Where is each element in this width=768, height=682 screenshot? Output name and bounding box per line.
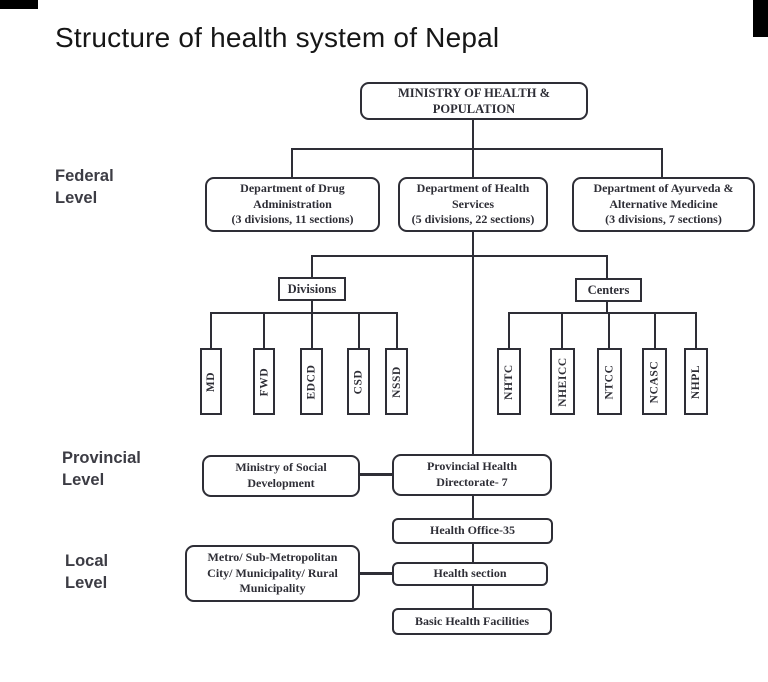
label-federal-level: Federal Level (55, 167, 114, 207)
node-center-nheicc-label: NHEICC (556, 356, 569, 407)
node-health-office-label: Health Office-35 (430, 523, 515, 538)
connector-division-stub-4 (358, 312, 360, 348)
node-ministry-social-development-label: Ministry of Social Development (235, 460, 327, 490)
node-center-nhtc: NHTC (497, 348, 521, 415)
node-local-government: Metro/ Sub-Metropolitan City/ Municipali… (185, 545, 360, 602)
node-division-edcd-label: EDCD (305, 364, 318, 399)
node-division-nssd-label: NSSD (390, 365, 403, 398)
label-local-level: Local Level (65, 552, 109, 592)
node-provincial-health-directorate: Provincial Health Directorate- 7 (392, 454, 552, 496)
connector-centers-down (606, 302, 608, 314)
node-provincial-health-directorate-label: Provincial Health Directorate- 7 (426, 459, 518, 489)
connector-to-divisions (311, 255, 313, 277)
node-dept-ayurveda: Department of Ayurveda & Alternative Med… (572, 177, 755, 232)
connector-federal-horizontal (291, 148, 663, 150)
connector-center-stub-5 (695, 312, 697, 348)
connector-division-stub-2 (263, 312, 265, 348)
connector-healthsection-bhf (472, 586, 474, 608)
node-dept-drug-administration: Department of Drug Administration (3 div… (205, 177, 380, 232)
scan-artifact-top-left (0, 0, 38, 9)
connector-branch-horizontal (311, 255, 608, 257)
connector-to-drug-dept (291, 148, 293, 178)
connector-center-stub-3 (608, 312, 610, 348)
node-health-section: Health section (392, 562, 548, 586)
node-dept-health-services: Department of Health Services (5 divisio… (398, 177, 548, 232)
node-center-ncasc-label: NCASC (648, 360, 661, 403)
node-division-fwd: FWD (253, 348, 275, 415)
node-ministry-of-health: MINISTRY OF HEALTH & POPULATION (360, 82, 588, 120)
connector-to-health-dept (472, 148, 474, 178)
connector-division-stub-3 (311, 312, 313, 348)
scan-artifact-top-right (753, 0, 768, 37)
node-center-ncasc: NCASC (642, 348, 667, 415)
connector-centers-horizontal (508, 312, 697, 314)
node-center-nhpl: NHPL (684, 348, 708, 415)
node-center-ntcc: NTCC (597, 348, 622, 415)
node-health-section-label: Health section (433, 566, 507, 581)
connector-divisions-horizontal (210, 312, 398, 314)
node-center-nheicc: NHEICC (550, 348, 575, 415)
connector-ministry-down (472, 119, 474, 148)
connector-to-centers (606, 255, 608, 278)
node-divisions-header: Divisions (278, 277, 346, 301)
node-division-md: MD (200, 348, 222, 415)
node-ministry-of-health-label: MINISTRY OF HEALTH & POPULATION (397, 85, 550, 116)
connector-center-stub-4 (654, 312, 656, 348)
node-division-fwd-label: FWD (258, 367, 271, 396)
node-basic-health-facilities: Basic Health Facilities (392, 608, 552, 635)
connector-central-vertical (472, 232, 474, 455)
node-ministry-social-development: Ministry of Social Development (202, 455, 360, 497)
node-local-government-label: Metro/ Sub-Metropolitan City/ Municipali… (207, 550, 338, 596)
node-divisions-header-label: Divisions (287, 281, 337, 296)
connector-metro-healthsection (360, 572, 392, 575)
node-dept-drug-administration-label: Department of Drug Administration (3 div… (231, 181, 354, 227)
node-centers-header: Centers (575, 278, 642, 302)
node-center-ntcc-label: NTCC (603, 364, 616, 399)
node-dept-ayurveda-label: Department of Ayurveda & Alternative Med… (593, 181, 734, 227)
connector-to-ayurveda-dept (661, 148, 663, 178)
connector-msd-phd (360, 473, 392, 476)
connector-center-stub-2 (561, 312, 563, 348)
node-dept-health-services-label: Department of Health Services (5 divisio… (411, 181, 535, 227)
connector-center-stub-1 (508, 312, 510, 348)
page-title: Structure of health system of Nepal (55, 22, 500, 53)
node-centers-header-label: Centers (587, 282, 630, 297)
node-division-edcd: EDCD (300, 348, 323, 415)
node-basic-health-facilities-label: Basic Health Facilities (415, 613, 529, 628)
node-division-csd: CSD (347, 348, 370, 415)
label-provincial-level: Provincial Level (62, 449, 141, 489)
connector-phd-healthoffice (472, 496, 474, 518)
connector-healthoffice-healthsection (472, 544, 474, 562)
node-health-office: Health Office-35 (392, 518, 553, 544)
connector-division-stub-1 (210, 312, 212, 348)
node-division-csd-label: CSD (352, 369, 365, 394)
node-center-nhpl-label: NHPL (690, 364, 703, 399)
node-division-md-label: MD (205, 371, 218, 392)
node-center-nhtc-label: NHTC (503, 363, 516, 400)
connector-division-stub-5 (396, 312, 398, 348)
connector-divisions-down (311, 301, 313, 314)
node-division-nssd: NSSD (385, 348, 408, 415)
